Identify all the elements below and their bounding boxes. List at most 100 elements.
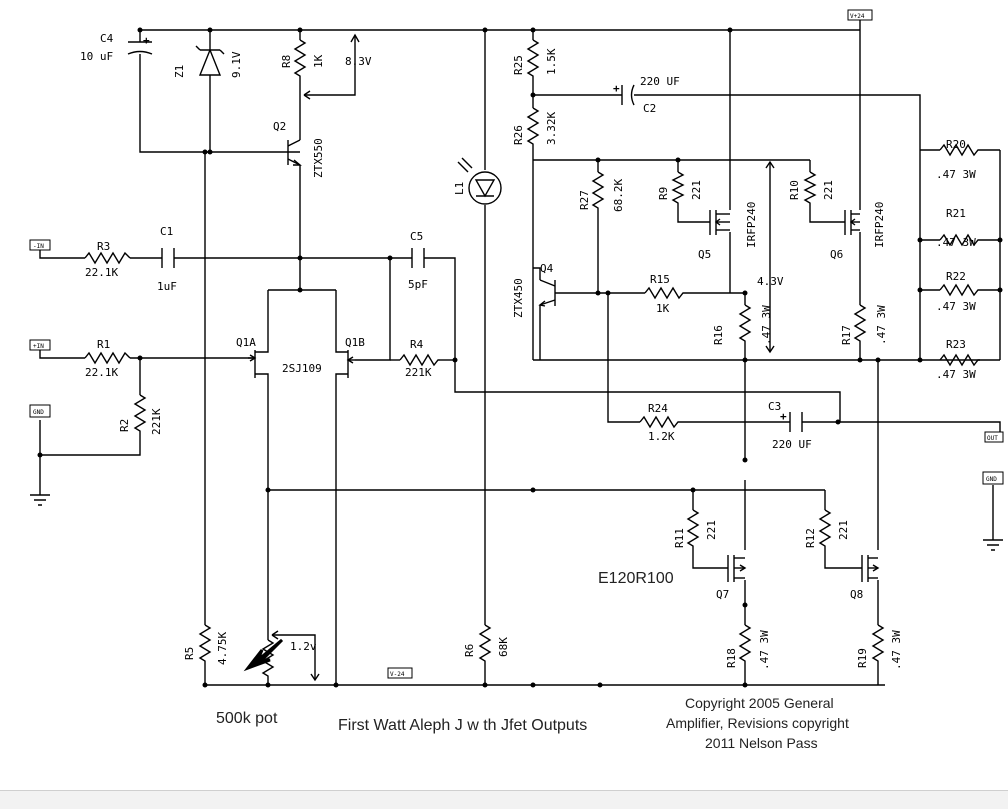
resistor-R11 [686, 509, 700, 550]
label-r4-name: R4 [410, 338, 424, 351]
capacitor-C1 [161, 248, 175, 268]
resistor-R4 [399, 353, 440, 367]
resistor-R19 [871, 624, 885, 665]
resistor-R2 [133, 394, 147, 435]
label-r25-name: R25 [512, 55, 525, 75]
label-r18-name: R18 [725, 648, 738, 668]
schematic-diagram: + + + [29, 9, 1004, 751]
viewer-bottom-bar [0, 790, 1008, 809]
jfet-Q1B [335, 345, 355, 378]
label-r12-value: 221 [837, 520, 850, 540]
terminal-in-minus: -IN [29, 239, 51, 251]
label-r12-name: R12 [804, 528, 817, 548]
resistor-R27 [591, 171, 605, 212]
label-r6-value: 68K [497, 637, 510, 657]
label-q2-name: Q2 [273, 120, 286, 133]
label-q1-value: 2SJ109 [282, 362, 322, 375]
resistor-R26 [526, 107, 540, 148]
mosfet-Q7 [727, 555, 747, 582]
capacitor-C5 [411, 248, 425, 268]
capacitor-symbols: + + + [127, 34, 803, 432]
label-4v3: 4.3V [757, 275, 784, 288]
label-q1b-name: Q1B [345, 336, 365, 349]
terminal-vminus: V-24 [387, 667, 413, 679]
label-r19-name: R19 [856, 648, 869, 668]
label-r23-name: R23 [946, 338, 966, 351]
capacitor-C2: + [613, 82, 635, 106]
label-r26-value: 3.32K [545, 112, 558, 145]
label-r15-name: R15 [650, 273, 670, 286]
resistor-R9 [671, 171, 685, 205]
label-r24-name: R24 [648, 402, 668, 415]
terminal-gnd-right: GND [982, 471, 1004, 485]
label-r17-value: .47 3W [875, 305, 888, 345]
copyright-line-1: Copyright 2005 General [685, 695, 834, 711]
label-r20-name: R20 [946, 138, 966, 151]
label-c2-name: C2 [643, 102, 656, 115]
resistor-R8 [293, 39, 307, 80]
copyright-line-3: 2011 Nelson Pass [705, 735, 818, 751]
label-c5-value: 5pF [408, 278, 428, 291]
label-z1-value: 9.1V [230, 51, 243, 78]
label-r3-value: 22.1K [85, 266, 118, 279]
resistor-R10 [803, 171, 817, 205]
terminal-gnd-right-label: GND [986, 476, 997, 483]
junctions [37, 27, 1003, 688]
label-c3-value: 220 UF [772, 438, 812, 451]
label-r16-value: .47 3W [760, 305, 773, 345]
label-q4-value: ZTX450 [512, 278, 525, 318]
led-L1 [457, 157, 502, 205]
label-q6-value: IRFP240 [873, 202, 886, 248]
resistor-R22 [939, 283, 980, 297]
label-r23-value: .47 3W [936, 368, 976, 381]
resistor-R18 [738, 624, 752, 665]
terminal-gnd-left: GND [29, 404, 51, 418]
label-r27-value: 68.2K [612, 179, 625, 212]
diagram-title: First Watt Aleph J w th Jfet Outputs [338, 717, 587, 734]
transistor-Q2 [287, 139, 302, 166]
label-c1-name: C1 [160, 225, 173, 238]
svg-text:+: + [780, 410, 787, 423]
terminal-in-minus-label: -IN [33, 243, 44, 250]
label-r25-value: 1.5K [545, 48, 558, 75]
ground-symbol-left [30, 494, 50, 506]
resistor-R6 [478, 624, 492, 665]
label-r24-value: 1.2K [648, 430, 675, 443]
capacitor-C3: + [780, 410, 803, 432]
label-c3-name: C3 [768, 400, 781, 413]
label-r2-value: 221K [150, 408, 163, 435]
label-r26-name: R26 [512, 125, 525, 145]
capacitor-C4: + [127, 34, 153, 55]
label-r11-name: R11 [673, 528, 686, 548]
label-l1-name: L1 [453, 182, 466, 195]
resistor-R1 [84, 351, 131, 365]
label-q1a-name: Q1A [236, 336, 256, 349]
label-r27-name: R27 [578, 190, 591, 210]
label-r2-name: R2 [118, 419, 131, 432]
label-c1-value: 1uF [157, 280, 177, 293]
label-r17-name: R17 [840, 325, 853, 345]
label-r6-name: R6 [463, 644, 476, 657]
terminal-vplus-label: V+24 [850, 13, 865, 20]
label-r21-name: R21 [946, 207, 966, 220]
transistor-Q4 [538, 279, 556, 307]
label-c5-name: C5 [410, 230, 423, 243]
terminal-out: OUT [984, 431, 1004, 443]
label-z1-name: Z1 [173, 65, 186, 78]
voltage-arrows [243, 33, 775, 682]
label-r1-name: R1 [97, 338, 110, 351]
label-q4-name: Q4 [540, 262, 554, 275]
mosfet-Q6 [844, 210, 860, 235]
label-q6-name: Q6 [830, 248, 843, 261]
terminal-in-plus: +IN [29, 339, 51, 351]
label-r15-value: 1K [656, 302, 670, 315]
model-code: E120R100 [598, 570, 674, 587]
wires [39, 18, 1001, 686]
label-r10-name: R10 [788, 180, 801, 200]
terminal-gnd-left-label: GND [33, 409, 44, 416]
label-r5-value: 4.75K [216, 632, 229, 665]
resistor-R20 [939, 143, 980, 157]
pot-caption: 500k pot [216, 710, 278, 727]
label-r9-value: 221 [690, 180, 703, 200]
label-c4-name: C4 [100, 32, 114, 45]
